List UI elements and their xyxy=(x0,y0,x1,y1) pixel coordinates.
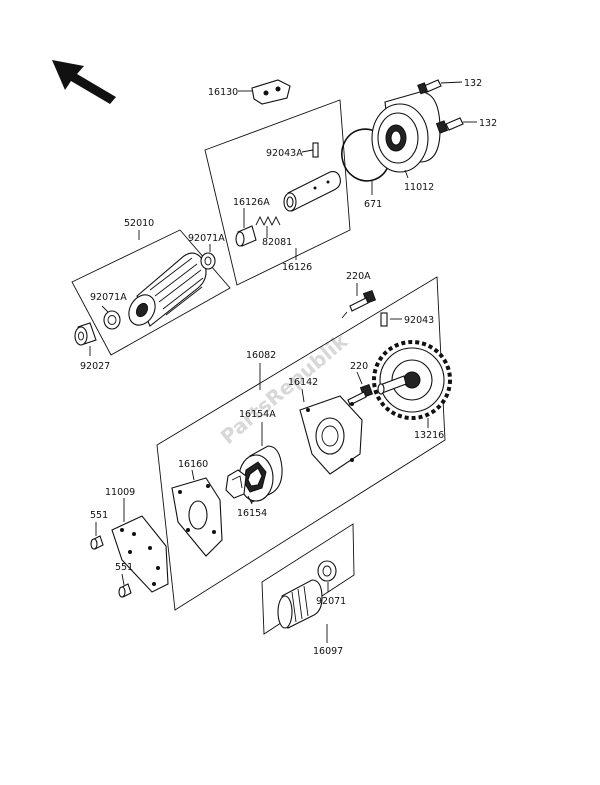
part-16126a-plunger xyxy=(235,225,257,247)
label-92043a: 92043A xyxy=(266,148,303,159)
part-11012-pump-cover xyxy=(371,91,441,173)
label-82081: 82081 xyxy=(262,237,292,248)
part-92043a-pin xyxy=(312,142,319,158)
group-box-16097 xyxy=(261,523,355,635)
part-16154a-outer-rotor xyxy=(238,445,283,503)
part-16142-pump-body xyxy=(299,395,363,475)
label-16082: 16082 xyxy=(246,350,276,361)
part-220-bolt xyxy=(347,383,374,406)
part-220a-bolt xyxy=(349,289,377,312)
label-16130: 16130 xyxy=(208,87,238,98)
label-16154: 16154 xyxy=(237,508,267,519)
label-13216: 13216 xyxy=(414,430,444,441)
part-132-bolt-upper xyxy=(417,79,442,95)
part-13216-drive-gear xyxy=(372,340,452,420)
label-92027: 92027 xyxy=(80,361,110,372)
label-16097: 16097 xyxy=(313,646,343,657)
part-16160-pump-plate xyxy=(171,477,223,557)
part-52010-oil-filter xyxy=(128,252,207,327)
label-92071a-upper: 92071A xyxy=(188,233,225,244)
front-direction-arrow xyxy=(52,60,116,104)
part-16130-bracket xyxy=(251,79,291,105)
part-92071-seal xyxy=(317,560,337,582)
group-box-16082 xyxy=(156,276,446,611)
part-551-dowel-upper xyxy=(90,535,104,550)
label-92071a-lower: 92071A xyxy=(90,292,127,303)
part-92071a-seal-upper xyxy=(200,252,216,270)
label-16126: 16126 xyxy=(282,262,312,273)
label-16160: 16160 xyxy=(178,459,208,470)
part-11009-cover-plate xyxy=(111,515,169,593)
part-16097-oil-strainer xyxy=(277,579,323,629)
part-92027-collar xyxy=(74,322,97,346)
label-11009: 11009 xyxy=(105,487,135,498)
part-92071a-seal-lower xyxy=(103,310,121,330)
label-92043: 92043 xyxy=(404,315,434,326)
part-16154-inner-rotor xyxy=(225,469,247,499)
part-82081-spring xyxy=(255,215,281,227)
part-16126-valve-body xyxy=(283,171,341,212)
label-11012: 11012 xyxy=(404,182,434,193)
label-16142: 16142 xyxy=(288,377,318,388)
group-box-16126 xyxy=(204,99,351,286)
part-551-dowel-lower xyxy=(118,583,132,598)
label-671: 671 xyxy=(364,199,382,210)
label-551-lower: 551 xyxy=(115,562,133,573)
part-92043-pin xyxy=(380,312,388,327)
label-92071: 92071 xyxy=(316,596,346,607)
label-16154a: 16154A xyxy=(239,409,276,420)
label-220: 220 xyxy=(350,361,368,372)
label-132-lower: 132 xyxy=(479,118,497,129)
label-132-upper: 132 xyxy=(464,78,482,89)
part-132-bolt-lower xyxy=(435,117,464,134)
group-box-oil-filter xyxy=(71,229,231,356)
label-220a: 220A xyxy=(346,271,371,282)
label-52010: 52010 xyxy=(124,218,154,229)
label-551-upper: 551 xyxy=(90,510,108,521)
label-16126a: 16126A xyxy=(233,197,270,208)
